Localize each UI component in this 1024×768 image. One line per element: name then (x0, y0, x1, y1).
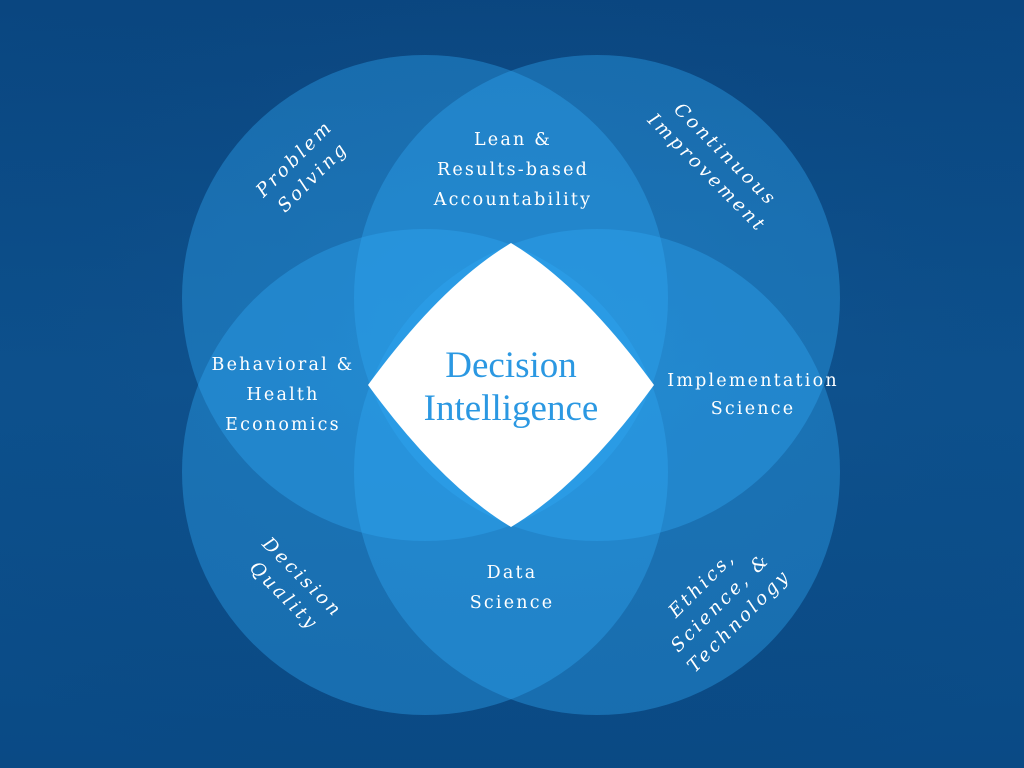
label-behavioral-line-2: Health (246, 385, 319, 405)
center-shape (368, 243, 654, 527)
center-title-line-1: Decision (445, 345, 577, 386)
label-data-science-line-2: Science (470, 593, 555, 613)
label-behavioral-line-1: Behavioral & (212, 355, 355, 375)
label-behavioral-line-3: Economics (225, 415, 341, 435)
label-lean-line-2: Results-based (437, 160, 589, 180)
circle-bottom-right (354, 229, 840, 715)
label-lean-line-1: Lean & (474, 130, 552, 150)
label-data-science-line-1: Data (487, 563, 538, 583)
label-implementation-line-1: Implementation (667, 371, 839, 391)
label-lean-line-3: Accountability (433, 190, 593, 210)
center-title-line-2: Intelligence (424, 388, 599, 429)
label-implementation-line-2: Science (711, 399, 796, 419)
